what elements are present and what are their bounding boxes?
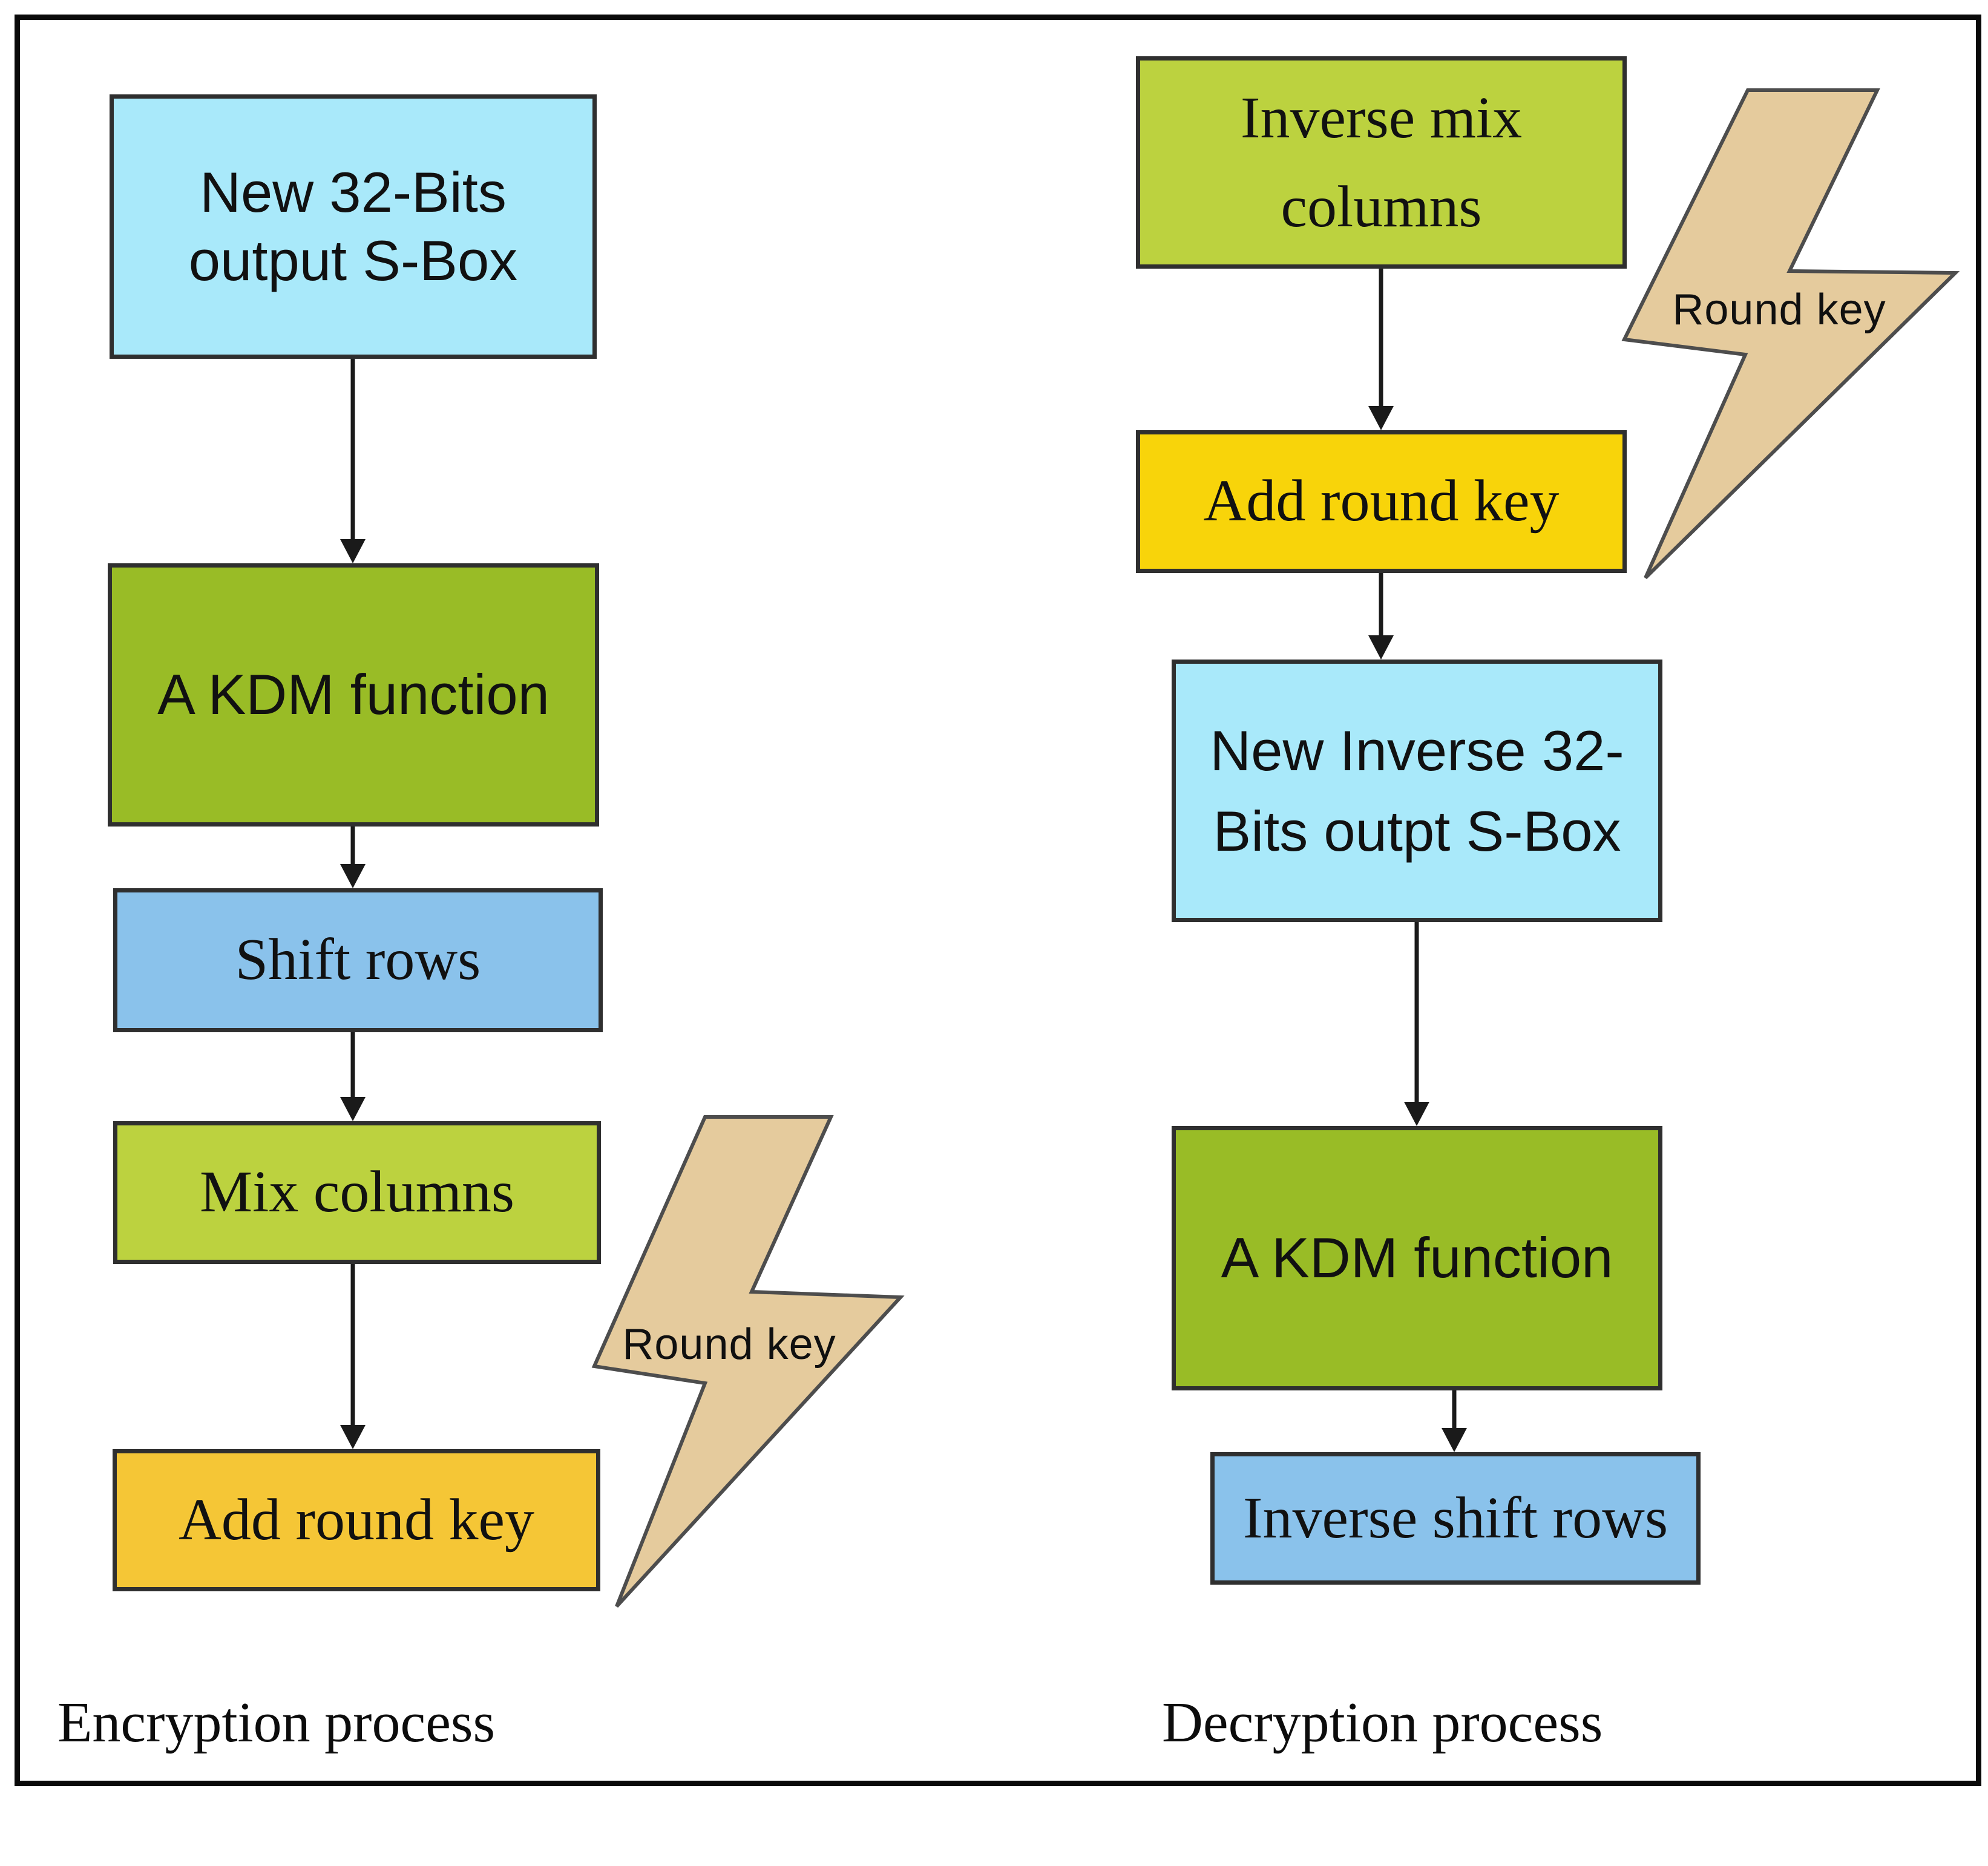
- arrow-inverse-sbox-to-kdm: [1404, 922, 1429, 1126]
- box-text-line: Inverse shift rows: [1242, 1485, 1668, 1551]
- round-key-label-decrypt: Round key: [1672, 286, 1886, 334]
- box-text-line: New 32-Bits: [200, 160, 507, 224]
- arrow-inverse-mix-to-add-round-key: [1368, 269, 1394, 430]
- box-shift-rows: Shift rows: [113, 888, 603, 1032]
- box-text-line: Bits outpt S-Box: [1213, 799, 1621, 863]
- box-text-line: Shift rows: [235, 927, 481, 993]
- box-new-inverse-32bits-sbox: New Inverse 32- Bits outpt S-Box: [1172, 660, 1662, 922]
- box-text-line: Inverse mix: [1240, 85, 1523, 151]
- box-text-line: columns: [1281, 174, 1482, 240]
- box-text-line: Add round key: [1203, 468, 1560, 534]
- diagram-border: [15, 15, 1981, 1786]
- box-inverse-mix-columns: Inverse mix columns: [1136, 56, 1627, 269]
- arrow-shift-rows-to-mix-columns: [340, 1032, 366, 1121]
- box-kdm-function-encrypt: A KDM function: [108, 563, 599, 827]
- box-text-line: A KDM function: [1221, 1226, 1613, 1290]
- box-add-round-key-encrypt: Add round key: [113, 1449, 600, 1591]
- box-kdm-function-decrypt: A KDM function: [1172, 1126, 1662, 1390]
- box-mix-columns: Mix columns: [113, 1121, 601, 1264]
- box-text-line: output S-Box: [188, 228, 518, 292]
- lightning-bolt-icon: [1621, 88, 1960, 580]
- box-text-line: A KDM function: [157, 663, 549, 727]
- arrow-add-round-key-to-inverse-sbox: [1368, 573, 1394, 660]
- arrow-kdm-to-inverse-shift-rows: [1442, 1390, 1467, 1452]
- arrow-mix-columns-to-add-round-key: [340, 1264, 366, 1449]
- round-key-label-encrypt: Round key: [622, 1320, 836, 1369]
- box-text-line: Mix columns: [200, 1159, 514, 1225]
- box-new-32bits-output-sbox: New 32-Bits output S-Box: [110, 94, 597, 359]
- decryption-process-caption: Decryption process: [1162, 1691, 1603, 1754]
- box-text-line: New Inverse 32-: [1210, 718, 1624, 782]
- box-inverse-shift-rows: Inverse shift rows: [1210, 1452, 1701, 1585]
- lightning-bolt-icon: [591, 1115, 905, 1608]
- box-add-round-key-decrypt: Add round key: [1136, 430, 1627, 573]
- arrow-sbox-to-kdm: [340, 359, 366, 563]
- box-text-line: Add round key: [179, 1487, 534, 1553]
- encryption-process-caption: Encryption process: [57, 1691, 496, 1754]
- arrow-kdm-to-shift-rows: [340, 827, 366, 888]
